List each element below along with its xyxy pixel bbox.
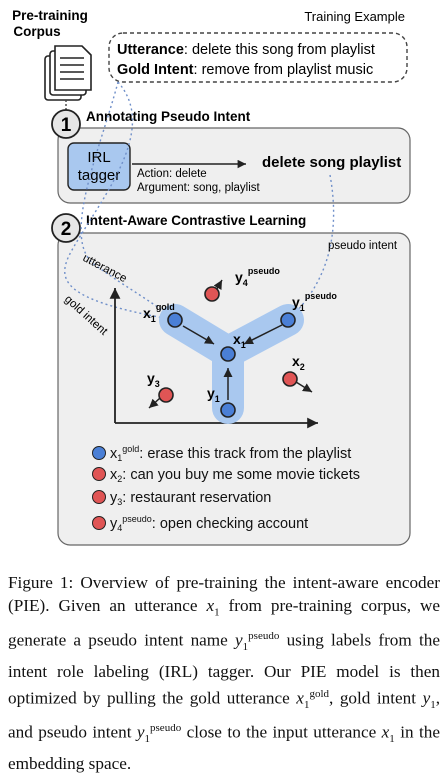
label-y3: y3: [147, 370, 160, 389]
corpus-document-icon: [44, 45, 92, 101]
tagger-argument: Argument: song, playlist: [137, 182, 261, 194]
pseudo-intent-tag: pseudo intent: [328, 240, 398, 252]
label-y1: y1: [207, 385, 220, 404]
step1-number-badge: [51, 109, 81, 139]
label-y1-pseudo: y1pseudo: [292, 291, 337, 313]
label-y4-pseudo: y4pseudo: [235, 266, 280, 288]
legend-dot-x1-gold: [92, 446, 106, 460]
training-example-title: Training Example: [304, 9, 405, 24]
step2-title: Intent-Aware Contrastive Learning: [86, 213, 306, 228]
pie-overview-diagram: Pre-training Corpus Training Example Utt…: [12, 8, 411, 546]
legend-item-x2: x2: can you buy me some movie tickets: [92, 467, 360, 484]
point-x2: [282, 371, 298, 387]
gold-intent-flow-line: [64, 81, 176, 321]
step1-box: [57, 127, 411, 204]
gold-intent-text: : remove from playlist music: [194, 62, 374, 78]
training-example-gold-intent: Gold Intent: remove from playlist music: [117, 62, 373, 78]
legend-item-y3: y3: restaurant reservation: [92, 490, 271, 507]
label-x2: x2: [292, 353, 305, 372]
y3-repel-arrow: [148, 397, 161, 409]
utterance-label: Utterance: [117, 42, 184, 58]
point-y4-pseudo: [204, 286, 220, 302]
irl-tagger-box: [67, 142, 131, 191]
utterance-text: : delete this song from playlist: [184, 42, 375, 58]
step2-number: 2: [61, 219, 72, 240]
legend-item-y4-pseudo: y4pseudo: open checking account: [92, 514, 308, 533]
pseudo-to-anchor-arrow: [243, 324, 283, 345]
corpus-label-line2: Corpus: [13, 24, 60, 39]
tagger-action: Action: delete: [137, 168, 207, 180]
label-x1-gold: x1gold: [143, 302, 175, 324]
training-example-utterance: Utterance: delete this song from playlis…: [117, 42, 375, 58]
step2-number-badge: [51, 213, 81, 243]
step1-number: 1: [61, 115, 72, 136]
point-y1-pseudo: [280, 312, 296, 328]
point-x1-gold: [167, 312, 183, 328]
label-x1: x1: [233, 331, 246, 350]
legend-dot-y4-pseudo: [92, 516, 106, 530]
pseudo-intent-result: delete song playlist: [262, 154, 401, 171]
legend-item-x1-gold: x1gold: erase this track from the playli…: [92, 444, 351, 463]
corpus-label-line1: Pre-training: [12, 8, 88, 23]
point-x1: [220, 346, 236, 362]
gold-to-anchor-arrow: [182, 325, 215, 345]
point-y1: [220, 402, 236, 418]
x2-repel-arrow: [295, 381, 313, 393]
irl-tagger-line1: IRL: [87, 149, 110, 166]
figure-caption: Figure 1: Overview of pre-training the i…: [8, 573, 441, 773]
pseudo-intent-flow-line: [289, 174, 335, 319]
legend-dot-y3: [92, 490, 106, 504]
gold-intent-label: Gold Intent: [117, 62, 194, 78]
legend-dot-x2: [92, 467, 106, 481]
training-example-box: [108, 32, 408, 83]
point-y3: [158, 387, 174, 403]
step1-title: Annotating Pseudo Intent: [86, 109, 251, 124]
